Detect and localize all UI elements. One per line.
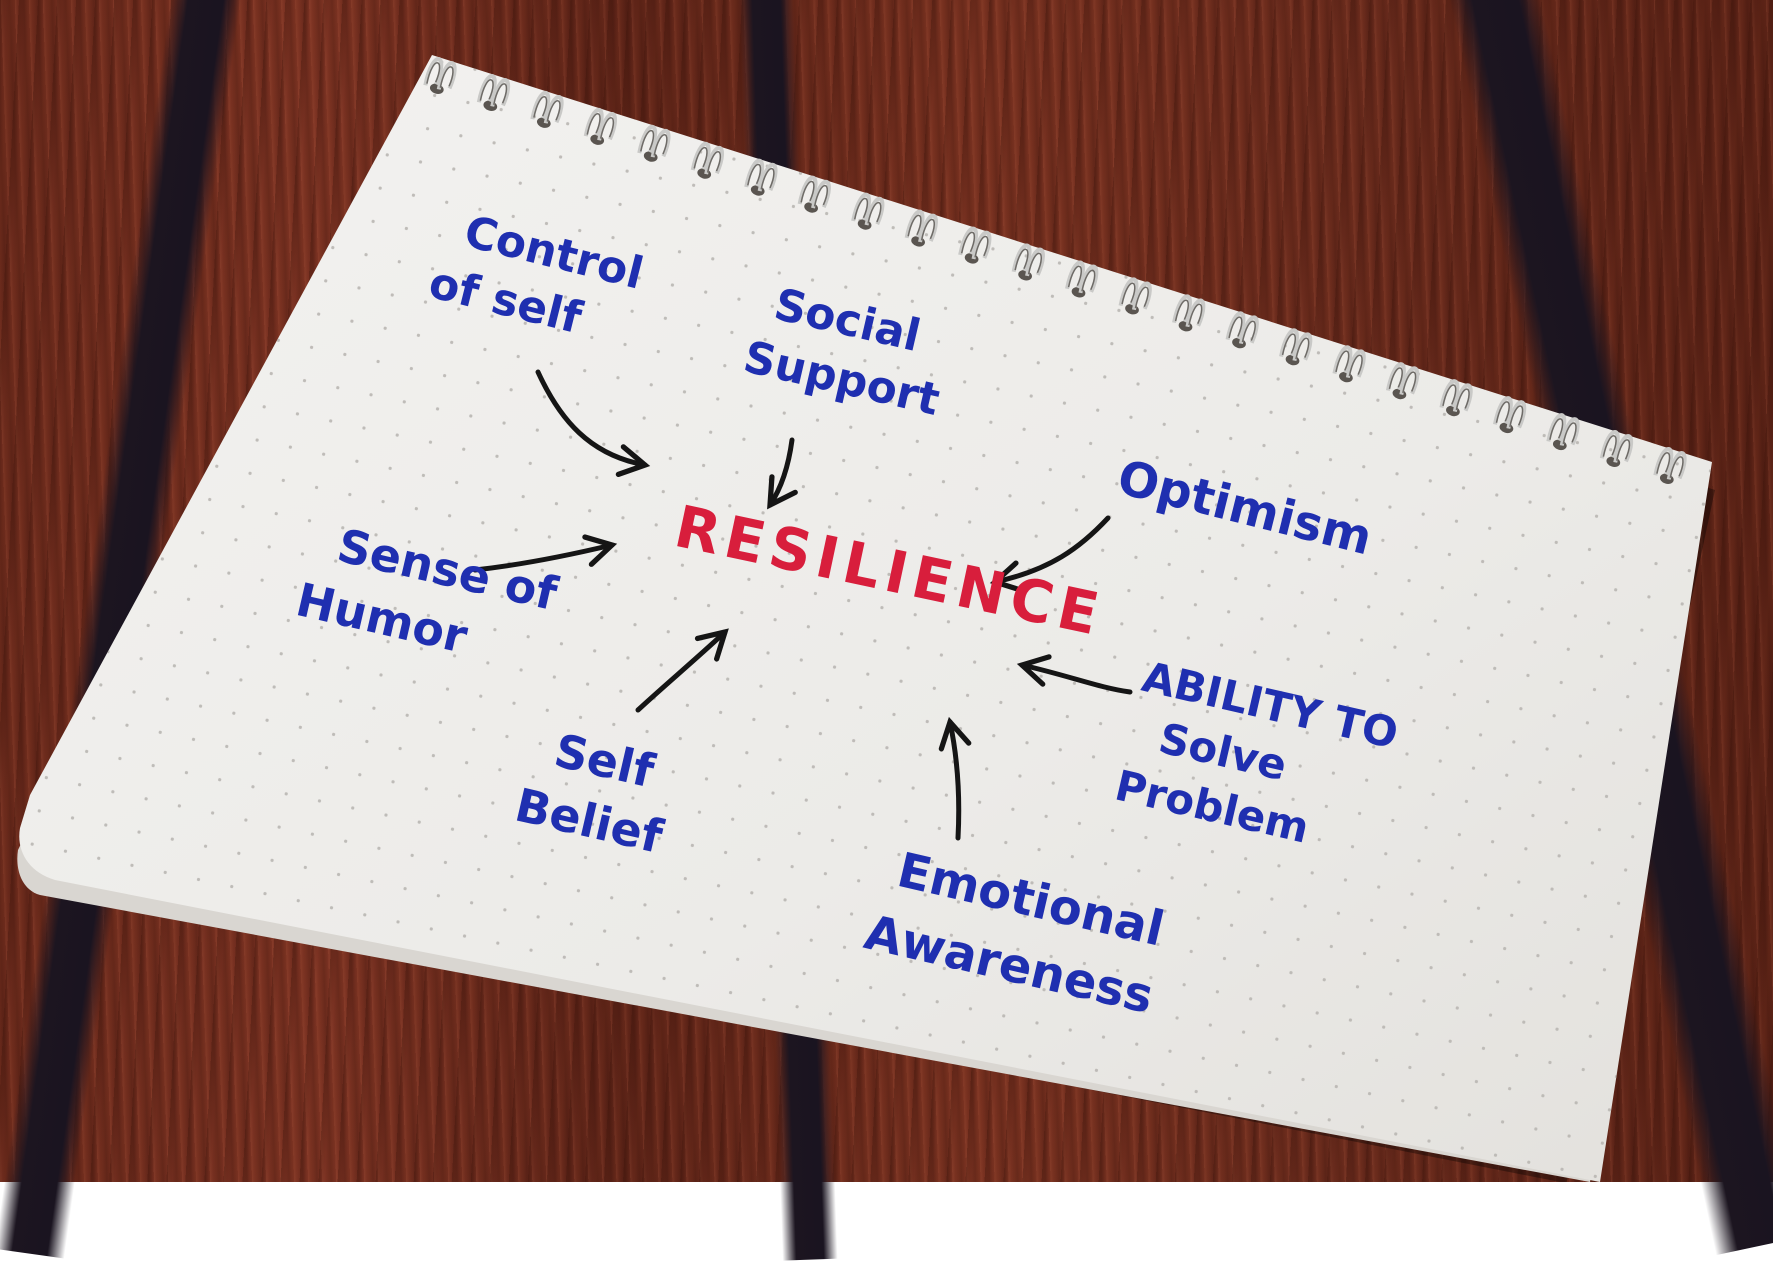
spiral-ring bbox=[583, 107, 617, 145]
spiral-ring bbox=[1546, 413, 1580, 451]
spiral-ring bbox=[637, 124, 671, 162]
spiral-ring bbox=[690, 141, 724, 179]
spiral-ring bbox=[958, 226, 992, 264]
spiral-ring bbox=[1599, 429, 1634, 467]
spiral-ring bbox=[1385, 362, 1420, 400]
arrow-self-belief bbox=[635, 628, 729, 713]
arrow-emotional-awareness bbox=[938, 716, 972, 841]
spiral-ring bbox=[797, 175, 831, 213]
spiral-ring bbox=[1172, 294, 1206, 332]
spiral-ring bbox=[1118, 277, 1152, 315]
spiral-ring bbox=[1279, 328, 1313, 366]
arrows bbox=[472, 369, 1133, 841]
spiral-ring bbox=[1492, 396, 1527, 434]
arrow-sense-of-humor bbox=[472, 534, 618, 573]
spiral-ring bbox=[530, 90, 564, 128]
spiral-ring bbox=[476, 73, 511, 111]
arrow-social-support bbox=[767, 437, 798, 510]
spiral-ring bbox=[851, 192, 885, 230]
spiral-ring bbox=[1225, 311, 1259, 349]
spiral-ring bbox=[1439, 379, 1473, 417]
notebook: RESILIENCE Control of self Social Suppor… bbox=[17, 55, 1715, 1182]
spiral-ring bbox=[1065, 260, 1099, 298]
spiral-ring bbox=[1332, 345, 1366, 383]
arrow-ability-to-solve-problem bbox=[1016, 654, 1133, 695]
spiral-ring bbox=[1011, 243, 1045, 281]
spiral-ring bbox=[904, 209, 938, 247]
spiral-ring bbox=[744, 158, 778, 196]
arrow-control-of-self bbox=[535, 369, 651, 478]
spiral-binding bbox=[423, 56, 1687, 484]
spiral-ring bbox=[1653, 446, 1687, 484]
spiral-ring bbox=[423, 56, 457, 94]
arrow-optimism bbox=[989, 515, 1111, 594]
